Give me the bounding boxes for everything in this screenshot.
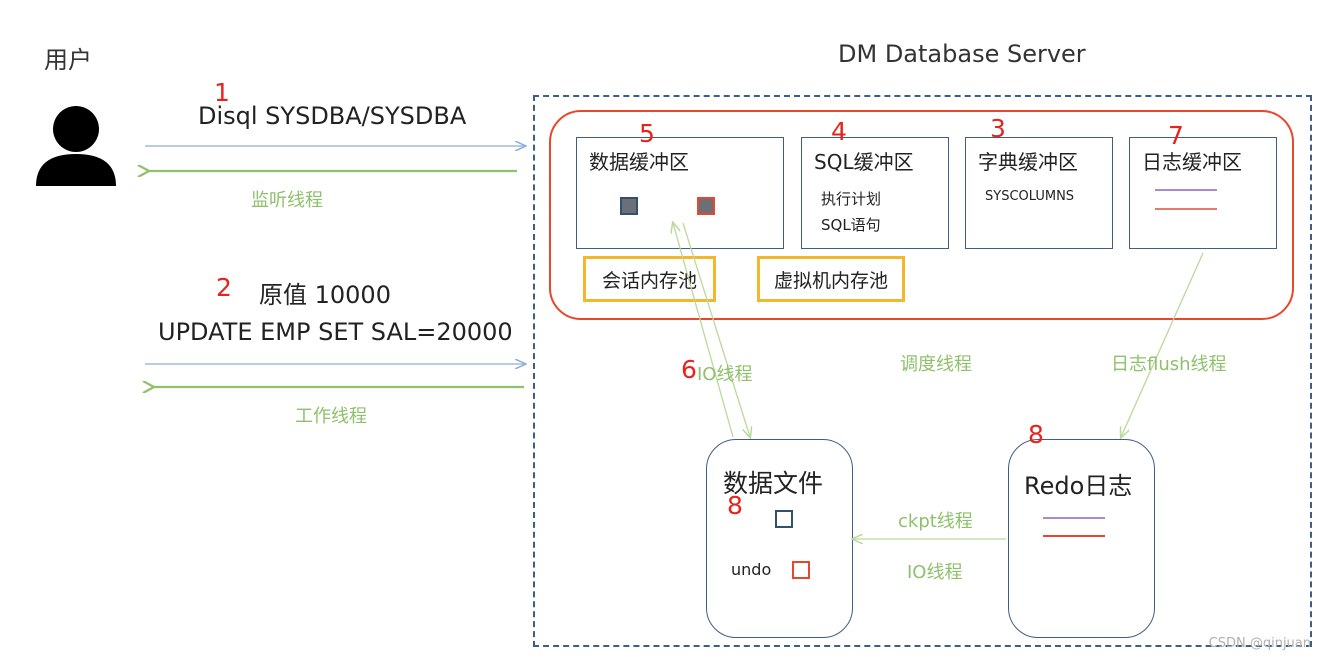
vm-memory-pool: 虚拟机内存池: [757, 256, 905, 302]
data-file-box: 数据文件 undo: [706, 439, 853, 638]
watermark: CSDN @qinjuan: [1208, 636, 1311, 651]
step-number-6: 6: [681, 355, 697, 384]
login-command-label: Disql SYSDBA/SYSDBA: [198, 102, 467, 130]
sql-buffer-line-plan: 执行计划: [821, 190, 882, 208]
server-boundary: [533, 95, 1312, 647]
step-number-5: 5: [639, 119, 655, 148]
original-value-label: 原值 10000: [259, 281, 391, 309]
scheduler-thread-label: 调度线程: [900, 354, 972, 375]
redo-red-line: [1043, 535, 1105, 537]
data-file-blue-square: [775, 510, 793, 528]
sql-buffer-line-statement: SQL语句: [821, 216, 881, 234]
data-buffer-box: 数据缓冲区: [576, 137, 784, 249]
log-buffer-title: 日志缓冲区: [1142, 150, 1242, 174]
step-number-8-redo: 8: [1028, 420, 1044, 449]
log-buffer-red-line: [1155, 208, 1217, 210]
undo-red-square: [792, 561, 810, 579]
step-number-3: 3: [990, 114, 1006, 143]
data-page-red-square: [697, 197, 715, 215]
log-buffer-purple-line: [1155, 189, 1217, 191]
io-thread-label-upper: IO线程: [697, 364, 753, 385]
io-thread-label-lower: IO线程: [907, 562, 963, 583]
redo-log-box: Redo日志: [1008, 439, 1155, 638]
ckpt-thread-label: ckpt线程: [898, 511, 973, 532]
listener-thread-label: 监听线程: [251, 190, 323, 211]
dict-buffer-content: SYSCOLUMNS: [985, 189, 1075, 204]
step-number-1: 1: [214, 78, 230, 107]
step-number-8-datafile: 8: [727, 491, 743, 520]
sql-buffer-title: SQL缓冲区: [814, 150, 914, 174]
redo-log-title: Redo日志: [1024, 472, 1133, 500]
user-icon: [36, 106, 116, 186]
step-number-4: 4: [831, 117, 847, 146]
dict-buffer-box: 字典缓冲区 SYSCOLUMNS: [965, 137, 1113, 249]
user-label: 用户: [44, 46, 92, 74]
step-number-7: 7: [1168, 121, 1184, 150]
undo-label: undo: [731, 560, 772, 579]
data-file-title: 数据文件: [723, 469, 824, 498]
data-buffer-title: 数据缓冲区: [589, 150, 689, 174]
worker-thread-label: 工作线程: [295, 406, 367, 427]
update-command-label: UPDATE EMP SET SAL=20000: [158, 318, 513, 346]
sql-buffer-box: SQL缓冲区 执行计划 SQL语句: [801, 137, 949, 249]
step-number-2: 2: [216, 273, 232, 302]
data-page-gray-square: [620, 197, 638, 215]
session-memory-pool: 会话内存池: [583, 256, 716, 302]
dict-buffer-title: 字典缓冲区: [978, 150, 1078, 174]
log-buffer-box: 日志缓冲区: [1129, 137, 1277, 249]
log-flush-thread-label: 日志flush线程: [1111, 354, 1227, 375]
redo-purple-line: [1043, 517, 1105, 519]
server-title: DM Database Server: [838, 40, 1086, 68]
